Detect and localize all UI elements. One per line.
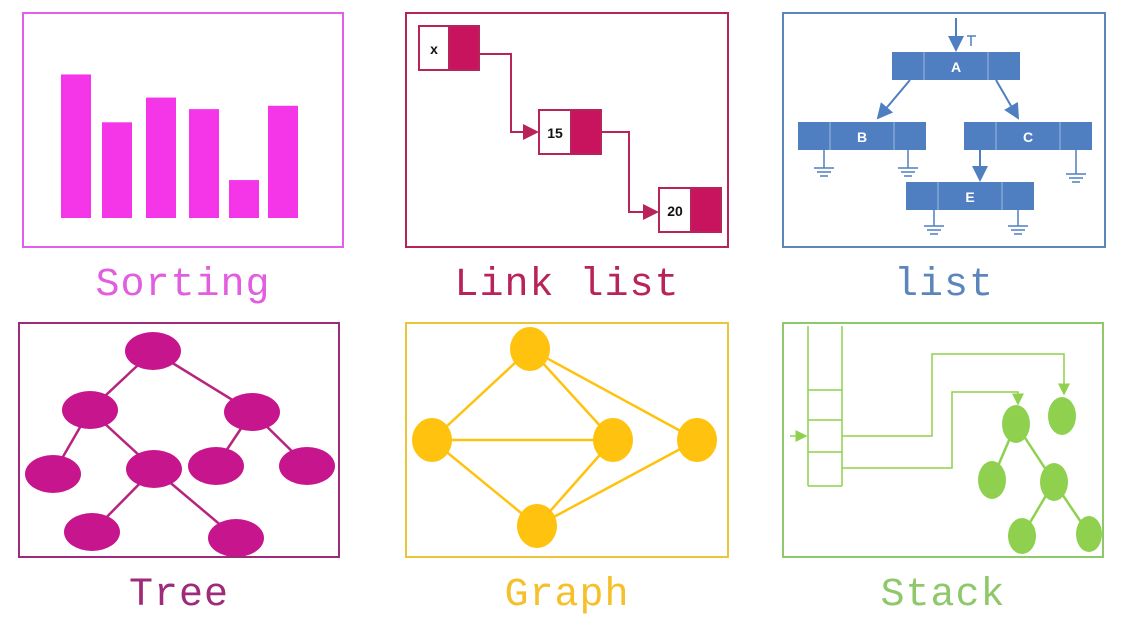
list-node-label: E: [965, 189, 974, 205]
stack-tree-node: [1040, 463, 1068, 501]
graph-node: [517, 504, 557, 548]
sorting-bar: [61, 74, 91, 218]
sorting-bar: [229, 180, 259, 218]
list-node-a: A: [892, 52, 1020, 80]
stack-tree-node: [1002, 405, 1030, 443]
stack-tree-node: [1076, 516, 1102, 552]
caption-linklist: Link list: [454, 263, 680, 308]
list-link-arrow: [995, 79, 1020, 120]
list-diagram: A B C E: [798, 18, 1092, 235]
stack-tree-node: [978, 461, 1006, 499]
sorting-bar: [146, 97, 176, 218]
linklist-pointer-arrow: [601, 131, 659, 220]
tree-node: [279, 447, 335, 485]
tree-diagram: [25, 332, 335, 556]
graph-diagram: [412, 327, 717, 548]
graph-node: [412, 418, 452, 462]
linklist-diagram: x 15 20: [418, 25, 722, 233]
sorting-bar: [268, 105, 298, 218]
tree-panel: [18, 322, 340, 558]
caption-list: list: [893, 263, 994, 308]
tree-node: [64, 513, 120, 551]
caption-graph: Graph: [504, 573, 630, 618]
caption-tree: Tree: [128, 573, 229, 618]
list-node-label: B: [857, 129, 867, 145]
graph-node: [593, 418, 633, 462]
sorting-bar: [102, 122, 132, 218]
stack-panel: [782, 322, 1104, 558]
list-null-ground-icon: [814, 150, 1086, 235]
tree-node: [224, 393, 280, 431]
linklist-pointer-arrow: [479, 53, 539, 140]
sorting-panel: [22, 12, 344, 248]
list-node-label: C: [1023, 129, 1033, 145]
list-node-c: C: [964, 122, 1092, 150]
linklist-node-label: 20: [667, 203, 683, 219]
linklist-panel: x 15 20: [405, 12, 729, 248]
linklist-node-x: x: [418, 25, 480, 71]
tree-node: [25, 455, 81, 493]
caption-sorting: Sorting: [95, 263, 271, 308]
graph-node: [510, 327, 550, 371]
tree-node: [188, 447, 244, 485]
tree-node: [208, 519, 264, 556]
sorting-bar-chart: [61, 74, 298, 218]
stack-tree-node: [1008, 518, 1036, 554]
list-panel: A B C E: [782, 12, 1106, 248]
list-node-label: A: [951, 59, 961, 75]
tree-node: [125, 332, 181, 370]
sorting-bar: [189, 109, 219, 218]
tree-node: [126, 450, 182, 488]
graph-panel: [405, 322, 729, 558]
caption-stack: Stack: [880, 573, 1006, 618]
tree-node: [62, 391, 118, 429]
linklist-node-label: 15: [547, 125, 563, 141]
linklist-node-label: x: [430, 41, 438, 57]
stack-diagram: [790, 326, 1102, 554]
list-node-b: B: [798, 122, 926, 150]
list-link-arrow: [876, 79, 911, 120]
linklist-node-20: 20: [658, 187, 722, 233]
stack-tree-node: [1048, 397, 1076, 435]
graph-node: [677, 418, 717, 462]
linklist-node-15: 15: [538, 109, 602, 155]
list-node-e: E: [906, 182, 1034, 210]
